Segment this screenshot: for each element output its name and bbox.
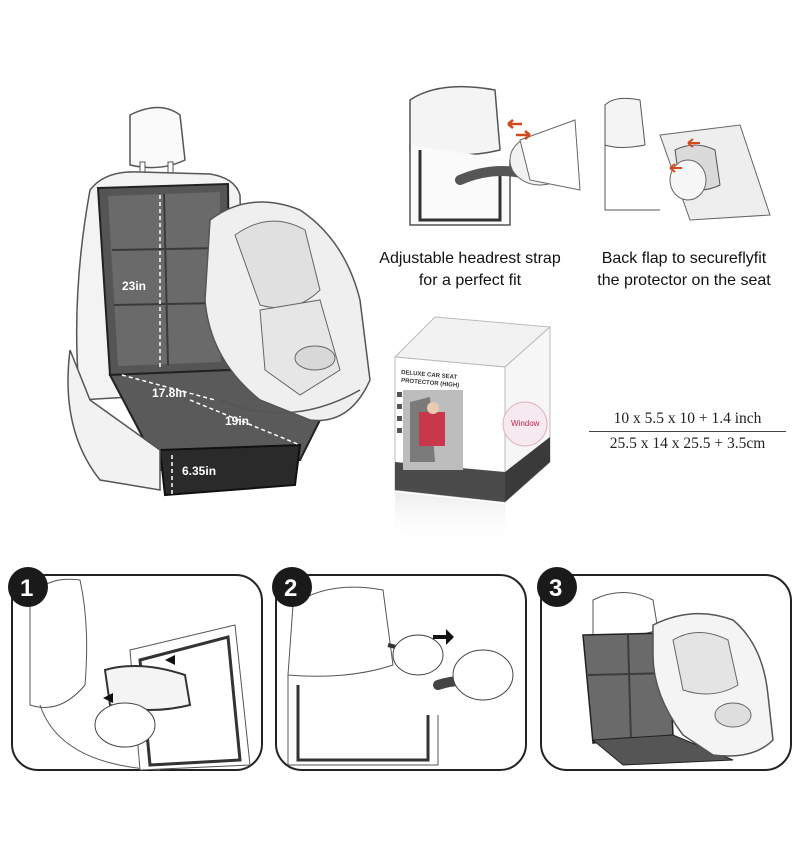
step-1-badge [8,567,48,607]
box-title-line2: PROTECTOR (HIGH) [401,378,460,389]
feature-caption-backflap-line2: the protector on the seat [597,272,771,289]
dim-flap-label: 6.35in [182,464,216,478]
feature-caption-headrest: Adjustable headrest strap for a perfect … [360,248,580,292]
dim-depth-label: 19in [225,414,249,428]
step-2-badge [272,567,312,607]
package-size: 10 x 5.5 x 10 + 1.4 inch 25.5 x 14 x 25.… [585,410,790,453]
headrest-strap-illustration [409,85,581,226]
product-box: Window DELUXE CAR SEAT PROTECTOR (HIGH) [393,316,552,547]
feature-caption-backflap-line1: Back flap to secureflyfit [601,250,767,267]
package-size-inches: 10 x 5.5 x 10 + 1.4 inch [613,410,762,427]
dim-width-label: 17.8in [152,386,186,400]
back-flap-illustration [604,97,771,221]
feature-caption-headrest-line1: Adjustable headrest strap [379,250,561,267]
package-size-divider [589,431,786,432]
dim-height-label: 23in [122,279,146,293]
feature-caption-headrest-line2: for a perfect fit [418,272,522,289]
feature-caption-backflap: Back flap to secureflyfit the protector … [578,248,790,292]
step-3-panel: 3 [537,567,792,771]
step-1-panel: 1 [8,567,263,771]
step-1-number: 1 [20,575,33,602]
box-title-line1: DELUXE CAR SEAT [401,370,458,381]
step-2-panel: 2 [272,567,527,771]
box-window-label: Window [511,419,540,428]
step-2-number: 2 [284,575,297,602]
hero-seat-illustration: 23in 17.8in 19in 6.35in [67,106,371,497]
step-3-number: 3 [549,575,562,602]
child-car-seat [204,201,371,422]
package-size-cm: 25.5 x 14 x 25.5 + 3.5cm [609,435,766,452]
headrest [129,106,186,169]
protector-flap [158,443,302,497]
step-3-badge [537,567,577,607]
